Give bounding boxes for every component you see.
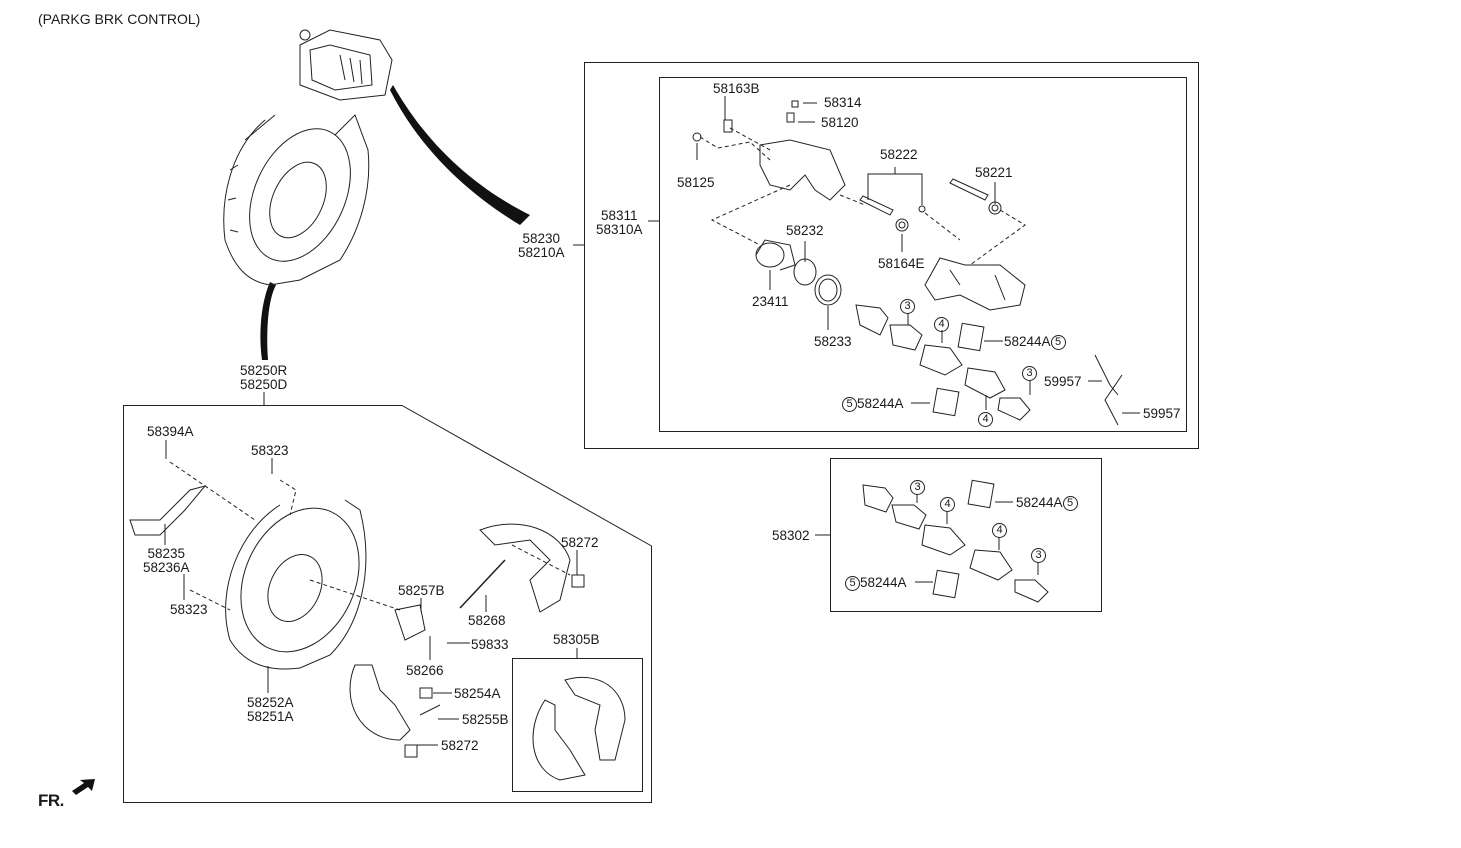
part-number: 58230	[522, 231, 561, 246]
part-number: 58251A	[247, 709, 294, 724]
callout-number: 3	[1022, 365, 1037, 381]
part-number: 58244A	[857, 396, 904, 411]
callout-pad-lower: 4	[978, 411, 993, 427]
callout-number: 3	[1031, 547, 1046, 563]
part-number: 58310A	[596, 222, 643, 237]
caliper-body-label: 58311 58310A	[596, 209, 643, 237]
part-label-58268[interactable]: 58268	[468, 613, 506, 628]
pad-kit-callout-pad-lower: 4	[992, 522, 1007, 538]
part-number: 58311	[601, 208, 638, 223]
callout-number: 3	[900, 298, 915, 314]
pad-kit-label[interactable]: 58302	[772, 528, 810, 543]
part-label-59833[interactable]: 59833	[471, 637, 509, 652]
shoe-kit-box	[512, 658, 643, 792]
part-number: 58252A	[247, 695, 294, 710]
part-label-58221[interactable]: 58221	[975, 165, 1013, 180]
callout-shim-upper: 3	[900, 298, 915, 314]
part-label-58257b[interactable]: 58257B	[398, 583, 445, 598]
callout-shim-lower: 3	[1022, 365, 1037, 381]
brake-assy-label[interactable]: 58250R 58250D	[240, 364, 287, 392]
part-label-59957-upper[interactable]: 59957	[1044, 374, 1082, 389]
part-label-58394a[interactable]: 58394A	[147, 424, 194, 439]
pad-kit-callout-shim-upper: 3	[910, 479, 925, 495]
callout-number: 4	[978, 411, 993, 427]
part-label-23411[interactable]: 23411	[752, 294, 789, 309]
pad-kit-callout-shim-lower: 3	[1031, 547, 1046, 563]
part-label-58323-lower[interactable]: 58323	[170, 602, 208, 617]
piston-illustration	[755, 239, 842, 306]
part-label-58272-lower[interactable]: 58272	[441, 738, 479, 753]
part-label-58120[interactable]: 58120	[821, 115, 859, 130]
part-label-58164e[interactable]: 58164E	[878, 256, 925, 271]
part-number: 58244A	[1004, 334, 1051, 349]
part-label-58323-upper[interactable]: 58323	[251, 443, 289, 458]
callout-number: 5	[842, 396, 857, 412]
front-indicator: FR.	[38, 791, 64, 810]
part-number: 58236A	[143, 560, 190, 575]
part-number: 58244A	[860, 575, 907, 590]
callout-number: 4	[934, 316, 949, 332]
callout-number: 4	[940, 496, 955, 512]
backing-plate-top-illustration	[223, 114, 370, 286]
part-label-58163b[interactable]: 58163B	[713, 81, 760, 96]
brake-assy-box	[123, 405, 652, 803]
part-label-58314[interactable]: 58314	[824, 95, 862, 110]
part-label-58233[interactable]: 58233	[814, 334, 852, 349]
part-number: 58235	[147, 546, 186, 561]
shoe-kit-label[interactable]: 58305B	[553, 632, 600, 647]
caliper-body-illustration	[692, 100, 1002, 232]
part-number: 58210A	[518, 245, 565, 260]
callout-number: 5	[845, 575, 860, 591]
caliper-bracket-illustration	[924, 257, 1026, 311]
parking-shoe-illustration	[349, 523, 585, 758]
caliper-body-box	[659, 77, 1187, 432]
caliper-assy-label: 58230 58210A	[518, 232, 565, 260]
pads-illustration	[855, 304, 1123, 426]
callout-number: 3	[910, 479, 925, 495]
shoe-kit-illustration	[532, 676, 626, 781]
part-label-58255b[interactable]: 58255B	[462, 712, 509, 727]
callout-number: 5	[1062, 495, 1078, 511]
pad-kit-illustration	[862, 479, 1049, 603]
diagram-title: (PARKG BRK CONTROL)	[38, 11, 201, 27]
part-label-58222[interactable]: 58222	[880, 147, 918, 162]
caliper-top-illustration	[299, 29, 393, 101]
part-number: 58250R	[240, 363, 288, 378]
part-label-58272-upper[interactable]: 58272	[561, 535, 599, 550]
callout-number: 4	[992, 522, 1007, 538]
part-label-58125[interactable]: 58125	[677, 175, 715, 190]
backing-plate-label[interactable]: 58252A 58251A	[247, 696, 294, 724]
front-arrow-icon	[72, 779, 95, 795]
backing-plate-illustration	[129, 485, 367, 670]
pad-kit-box	[830, 458, 1102, 612]
part-label-58266[interactable]: 58266	[406, 663, 444, 678]
part-number: 58244A	[1016, 495, 1063, 510]
caliper-assy-box	[584, 62, 1199, 449]
callout-number: 5	[1050, 334, 1066, 350]
part-label-58254a[interactable]: 58254A	[454, 686, 501, 701]
bracket-label[interactable]: 58235 58236A	[143, 547, 190, 575]
part-label-58232[interactable]: 58232	[786, 223, 824, 238]
part-label-59957-lower[interactable]: 59957	[1143, 406, 1181, 421]
part-number: 58250D	[240, 377, 288, 392]
pad-kit-callout-pad-upper: 4	[940, 496, 955, 512]
callout-pad-upper: 4	[934, 316, 949, 332]
